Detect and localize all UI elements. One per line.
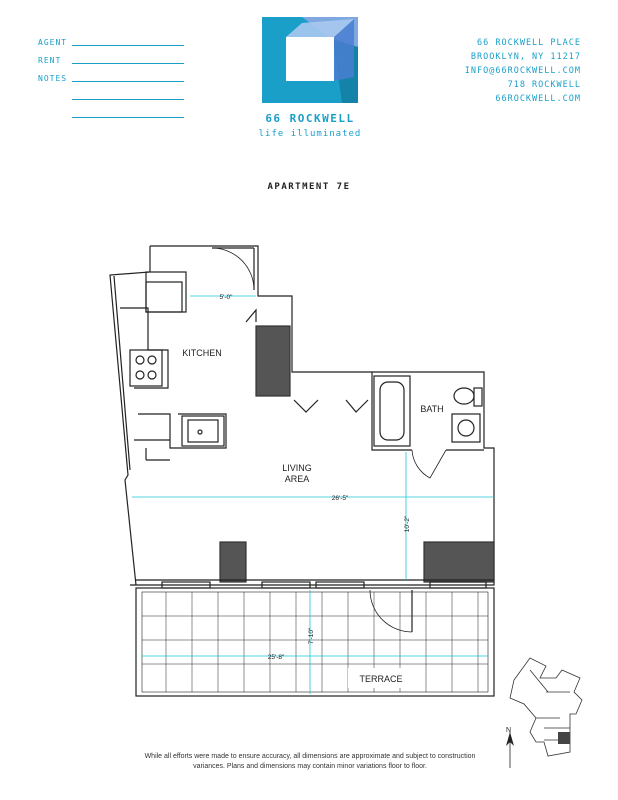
brand-tagline: life illuminated <box>258 129 362 139</box>
contact-address-city: BROOKLYN, NY 11217 <box>470 52 581 62</box>
agent-label: AGENT <box>38 38 68 47</box>
dim-entry-width: 5'-0" <box>220 294 234 301</box>
dim-terrace-depth: 7'-10" <box>308 627 315 644</box>
notes-line-3 <box>72 117 184 118</box>
contact-phone: 718 ROCKWELL <box>507 80 581 90</box>
brand-logo <box>262 17 358 103</box>
room-label-bath: BATH <box>420 404 443 414</box>
notes-label: NOTES <box>38 74 68 83</box>
brand-name: 66 ROCKWELL <box>265 112 355 125</box>
room-label-living-1: LIVING <box>282 463 312 473</box>
north-arrow-label: N <box>506 727 511 734</box>
dim-living-width: 26'-5" <box>332 495 349 502</box>
dim-living-depth: 10'-2" <box>404 515 411 532</box>
notes-line-2 <box>72 99 184 100</box>
contact-block: 66 ROCKWELL PLACE BROOKLYN, NY 11217 INF… <box>465 36 581 106</box>
dim-terrace-width: 25'-8" <box>268 654 285 661</box>
room-label-living-2: AREA <box>285 474 310 484</box>
disclaimer-text: While all efforts were made to ensure ac… <box>144 753 476 770</box>
contact-email[interactable]: INFO@66ROCKWELL.COM <box>464 66 581 76</box>
room-label-kitchen: KITCHEN <box>182 348 222 358</box>
rent-label: RENT <box>38 56 62 65</box>
key-plan: N <box>506 657 583 768</box>
agent-line <box>72 45 184 46</box>
contact-address-street: 66 ROCKWELL PLACE <box>477 38 581 48</box>
room-label-terrace: TERRACE <box>359 674 402 684</box>
apartment-title: APARTMENT 7E <box>267 182 351 192</box>
rent-line <box>72 63 184 64</box>
contact-website[interactable]: 66ROCKWELL.COM <box>495 94 581 104</box>
notes-line-1 <box>72 81 184 82</box>
